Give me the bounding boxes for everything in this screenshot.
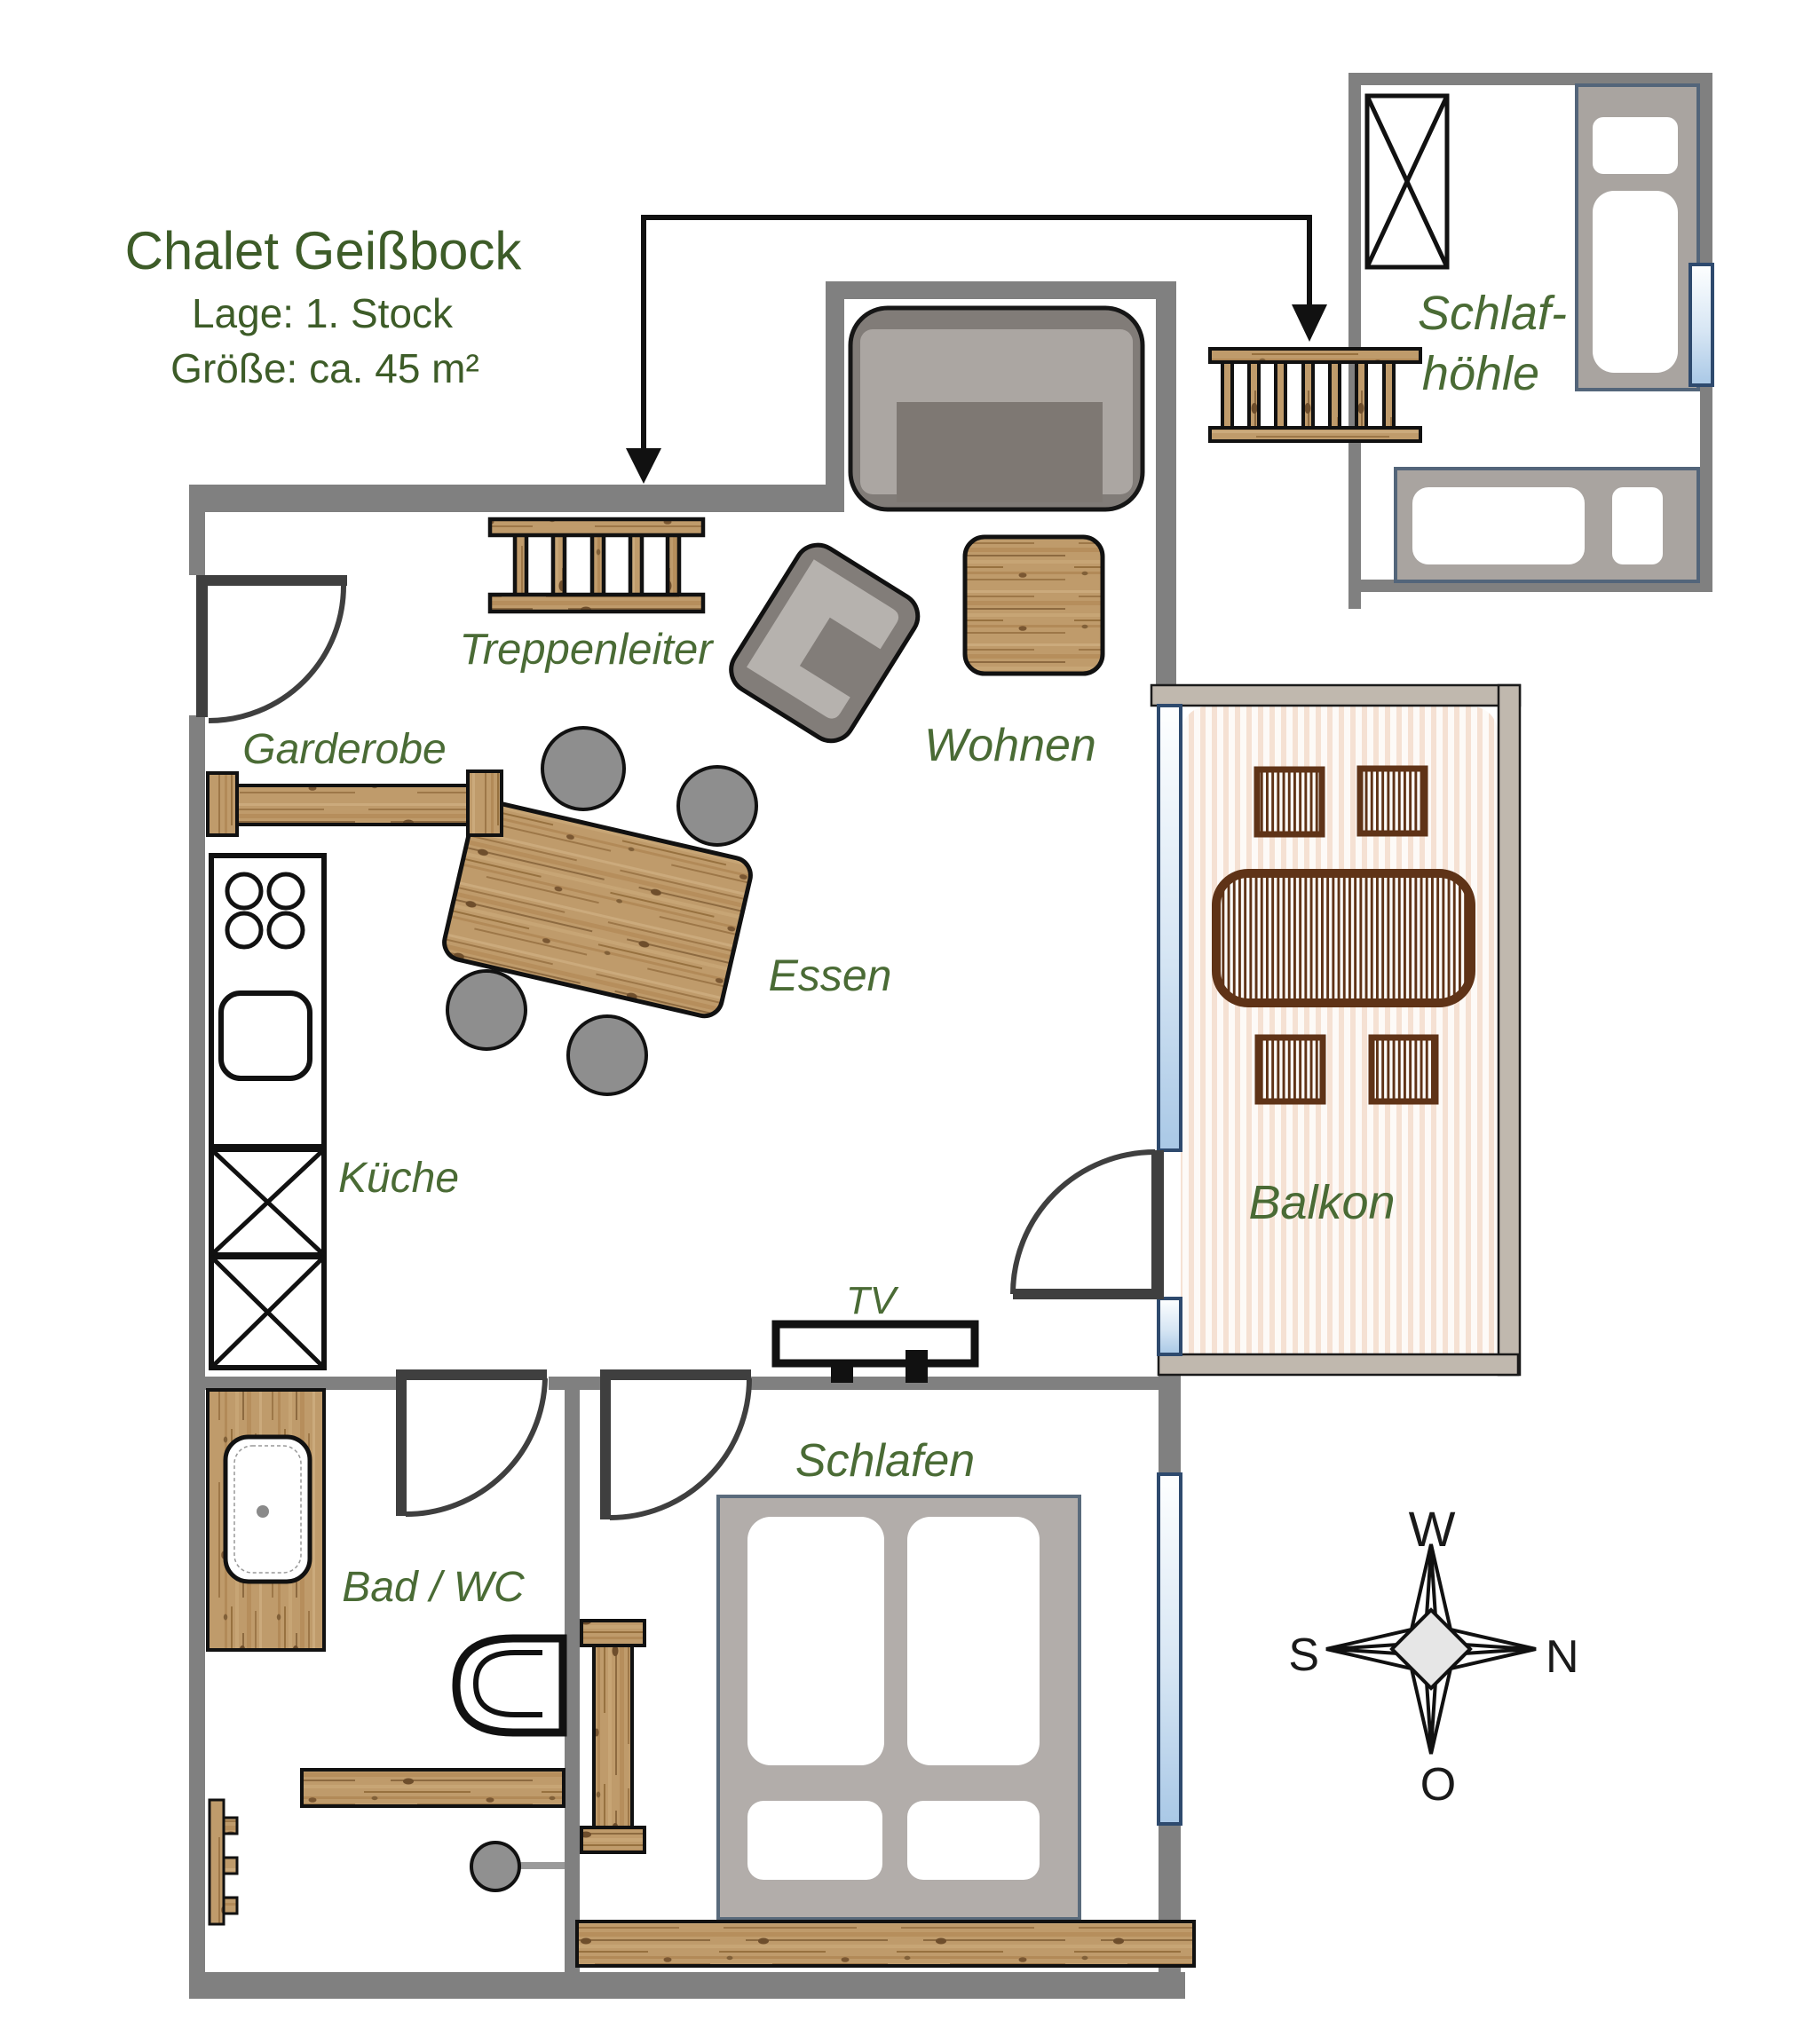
svg-text:TV: TV [846, 1279, 899, 1322]
svg-text:Garderobe: Garderobe [242, 726, 446, 773]
svg-text:Chalet Geißbock: Chalet Geißbock [125, 221, 523, 280]
svg-text:Küche: Küche [338, 1155, 459, 1202]
svg-text:N: N [1546, 1631, 1579, 1683]
svg-text:Balkon: Balkon [1248, 1176, 1395, 1229]
svg-text:O: O [1420, 1759, 1456, 1811]
svg-text:W: W [1409, 1501, 1456, 1557]
svg-text:Lage: 1. Stock: Lage: 1. Stock [192, 290, 454, 336]
svg-text:Essen: Essen [769, 951, 892, 1000]
svg-text:Schlaf-: Schlaf- [1418, 287, 1567, 340]
svg-text:Größe: ca. 45 m²: Größe: ca. 45 m² [170, 345, 479, 391]
svg-text:höhle: höhle [1422, 347, 1539, 400]
svg-text:Wohnen: Wohnen [924, 720, 1096, 771]
svg-text:Schlafen: Schlafen [795, 1435, 975, 1487]
svg-text:Treppenleiter: Treppenleiter [459, 626, 714, 674]
svg-text:S: S [1288, 1630, 1319, 1681]
svg-text:Bad / WC: Bad / WC [342, 1564, 525, 1611]
